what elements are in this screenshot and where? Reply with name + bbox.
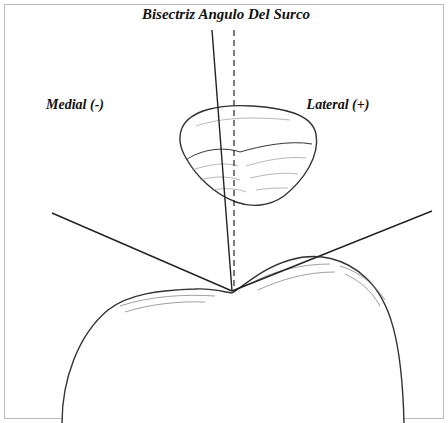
lateral-facet-line — [232, 211, 432, 291]
sulcus-bisector — [212, 30, 232, 291]
lateral-label: Lateral (+) — [307, 97, 370, 113]
patella-shading — [192, 118, 306, 192]
medial-label: Medial (-) — [46, 97, 104, 113]
condyle-shading — [120, 264, 385, 312]
femur-condyles — [62, 257, 404, 423]
patella — [180, 106, 317, 206]
vertical-reference — [233, 30, 234, 291]
medial-facet-line — [52, 213, 232, 291]
bisector-label: Bisectriz Angulo Del Surco — [142, 6, 310, 23]
